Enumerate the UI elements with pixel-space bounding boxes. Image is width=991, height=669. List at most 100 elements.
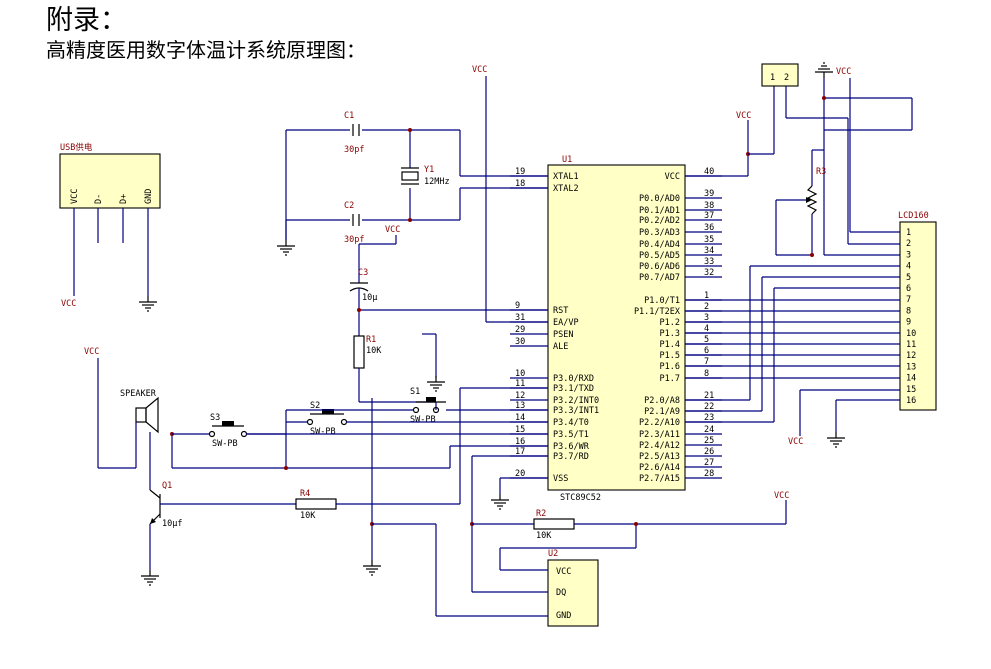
- lcd-pin-number: 1: [906, 228, 911, 238]
- lcd-pin-number: 6: [906, 284, 911, 294]
- mcu-right-pin-name: P1.4: [660, 340, 680, 350]
- mcu-left-pin-number: 11: [515, 379, 525, 389]
- resistor-r2: R2 10K: [533, 509, 575, 541]
- mcu-right-pin-name: P1.0/T1: [644, 296, 680, 306]
- lcd-pin-number: 4: [906, 262, 911, 272]
- mcu-left-pin-name: P3.3/INT1: [553, 406, 599, 416]
- lcd-pin-number: 14: [906, 374, 916, 384]
- mcu-right-pin-name: P2.7/A15: [639, 474, 680, 484]
- mcu-left-pin-number: 29: [515, 325, 525, 335]
- mcu-right-pin-name: P0.2/AD2: [639, 216, 680, 226]
- mcu-right-pin-number: 37: [704, 211, 714, 221]
- usb-vcc-net-label: VCC: [61, 299, 76, 309]
- capacitor-c2: C2 30pf: [344, 201, 364, 245]
- s1-ref: S1: [410, 387, 420, 397]
- mcu-right-pin-number: 23: [704, 413, 714, 423]
- mcu-right-pin-number: 25: [704, 436, 714, 446]
- mcu-right-pin-name: P0.0/AD0: [639, 194, 680, 204]
- lcd-data-bus: [685, 265, 900, 423]
- mcu-left-pin-name: P3.5/T1: [553, 430, 589, 440]
- usb-pin-label: D+: [119, 194, 129, 204]
- r1-value: 10K: [366, 346, 382, 356]
- usb-pin-label: D-: [94, 194, 104, 204]
- usb-module-label: USB供电: [60, 142, 93, 153]
- mcu-right-pin-number: 38: [704, 201, 714, 211]
- lcd-pin-number: 9: [906, 318, 911, 328]
- mcu-left-pin-number: 31: [515, 313, 525, 323]
- resistor-r4: R4 10K: [295, 489, 337, 521]
- mcu-left-pin-number: 19: [515, 167, 525, 177]
- lcd-pin-number: 16: [906, 396, 916, 406]
- lcd-pin-number: 2: [906, 239, 911, 249]
- jumper-pin-2: 2: [784, 73, 789, 83]
- resistor-r1: R1 10K: [353, 335, 382, 369]
- mcu-right-pin-number: 24: [704, 425, 714, 435]
- speaker-ref: SPEAKER: [120, 389, 157, 399]
- mcu-right-pin-number: 40: [704, 167, 714, 177]
- temp-sensor-u2: U2 VCC DQ GND R2 10K VCC: [470, 455, 789, 627]
- u2-pin-vcc: VCC: [556, 567, 571, 577]
- u2-pin-dq: DQ: [556, 588, 566, 598]
- c3-value: 10μ: [362, 293, 377, 303]
- mcu-left-pin-number: 20: [515, 469, 525, 479]
- speaker-symbol: SPEAKER: [120, 389, 159, 434]
- mcu-left-pin-number: 12: [515, 391, 525, 401]
- mcu-right-pin-name: P0.5/AD5: [639, 251, 680, 261]
- lcd-pin-number: 12: [906, 351, 916, 361]
- mcu-right-pin-name: P2.2/A10: [639, 418, 680, 428]
- s2-value: SW-PB: [310, 427, 336, 437]
- lcd-ref: LCD160: [898, 211, 929, 221]
- speaker-vcc-label: VCC: [84, 347, 99, 357]
- u2-ref: U2: [548, 549, 558, 559]
- mcu-left-pin-name: PSEN: [553, 330, 573, 340]
- mcu-right-pin-number: 7: [704, 357, 709, 367]
- jumper-header: [761, 63, 799, 87]
- capacitor-c3: C3 10μ: [349, 268, 377, 303]
- mcu-right-pin-number: 22: [704, 402, 714, 412]
- y1-ref: Y1: [424, 165, 434, 175]
- mcu-left-pin-number: 16: [515, 437, 525, 447]
- u2-pin-gnd: GND: [556, 611, 571, 621]
- usb-pin-label: VCC: [70, 189, 80, 204]
- mcu-right-pin-number: 34: [704, 246, 714, 256]
- s3-ref: S3: [210, 413, 220, 423]
- mcu-right-pin-number: 26: [704, 447, 714, 457]
- mcu-right-pin-number: 8: [704, 369, 709, 379]
- mcu-right-pin-number: 2: [704, 302, 709, 312]
- mcu-right-pin-name: P1.1/T2EX: [634, 307, 681, 317]
- lcd-pin-number: 5: [906, 273, 911, 283]
- lcd-pin-number: 3: [906, 250, 911, 260]
- mcu-right-pin-number: 28: [704, 469, 714, 479]
- mcu-left-pin-number: 13: [515, 401, 525, 411]
- mcu-right-pin-number: 4: [704, 324, 709, 334]
- ea-vcc-net: VCC: [472, 65, 548, 323]
- mcu-right-pin-name: VCC: [665, 172, 680, 182]
- lcd-pin-number: 10: [906, 329, 916, 339]
- mcu-left-pin-number: 17: [515, 447, 525, 457]
- c1-ref: C1: [344, 111, 354, 121]
- potentiometer-r3: R3: [775, 149, 826, 257]
- mcu-left-pin-number: 18: [515, 179, 525, 189]
- mcu-left-pin-name: P3.2/INT0: [553, 396, 599, 406]
- mcu-right-pin-number: 1: [704, 291, 709, 301]
- mcu-right-pin-name: P0.6/AD6: [639, 262, 680, 272]
- usb-pin-label: GND: [144, 189, 154, 204]
- lcd-pin-number: 11: [906, 340, 916, 350]
- mcu-left-pin-number: 30: [515, 337, 525, 347]
- mcu-right-pin-number: 21: [704, 391, 714, 401]
- mcu-right-pin-name: P2.4/A12: [639, 441, 680, 451]
- lcd-pin-number: 7: [906, 295, 911, 305]
- oscillator-circuit: C1 30pf C2 30pf Y1 12MHz: [276, 111, 548, 256]
- mcu-right-pin-number: 32: [704, 268, 714, 278]
- mcu-left-pin-number: 9: [515, 301, 520, 311]
- q1-value: 10μf: [162, 519, 182, 529]
- speaker-driver: VCC SPEAKER Q1 10μf R4 10K: [84, 347, 548, 586]
- mcu-right-pin-name: P2.5/A13: [639, 452, 680, 462]
- ea-vcc-label: VCC: [472, 65, 487, 75]
- mcu-left-pin-name: P3.7/RD: [553, 452, 589, 462]
- mcu-right-pin-name: P1.2: [660, 318, 680, 328]
- mcu-right-pin-name: P1.7: [660, 374, 680, 384]
- pin40-vcc-label: VCC: [736, 111, 751, 121]
